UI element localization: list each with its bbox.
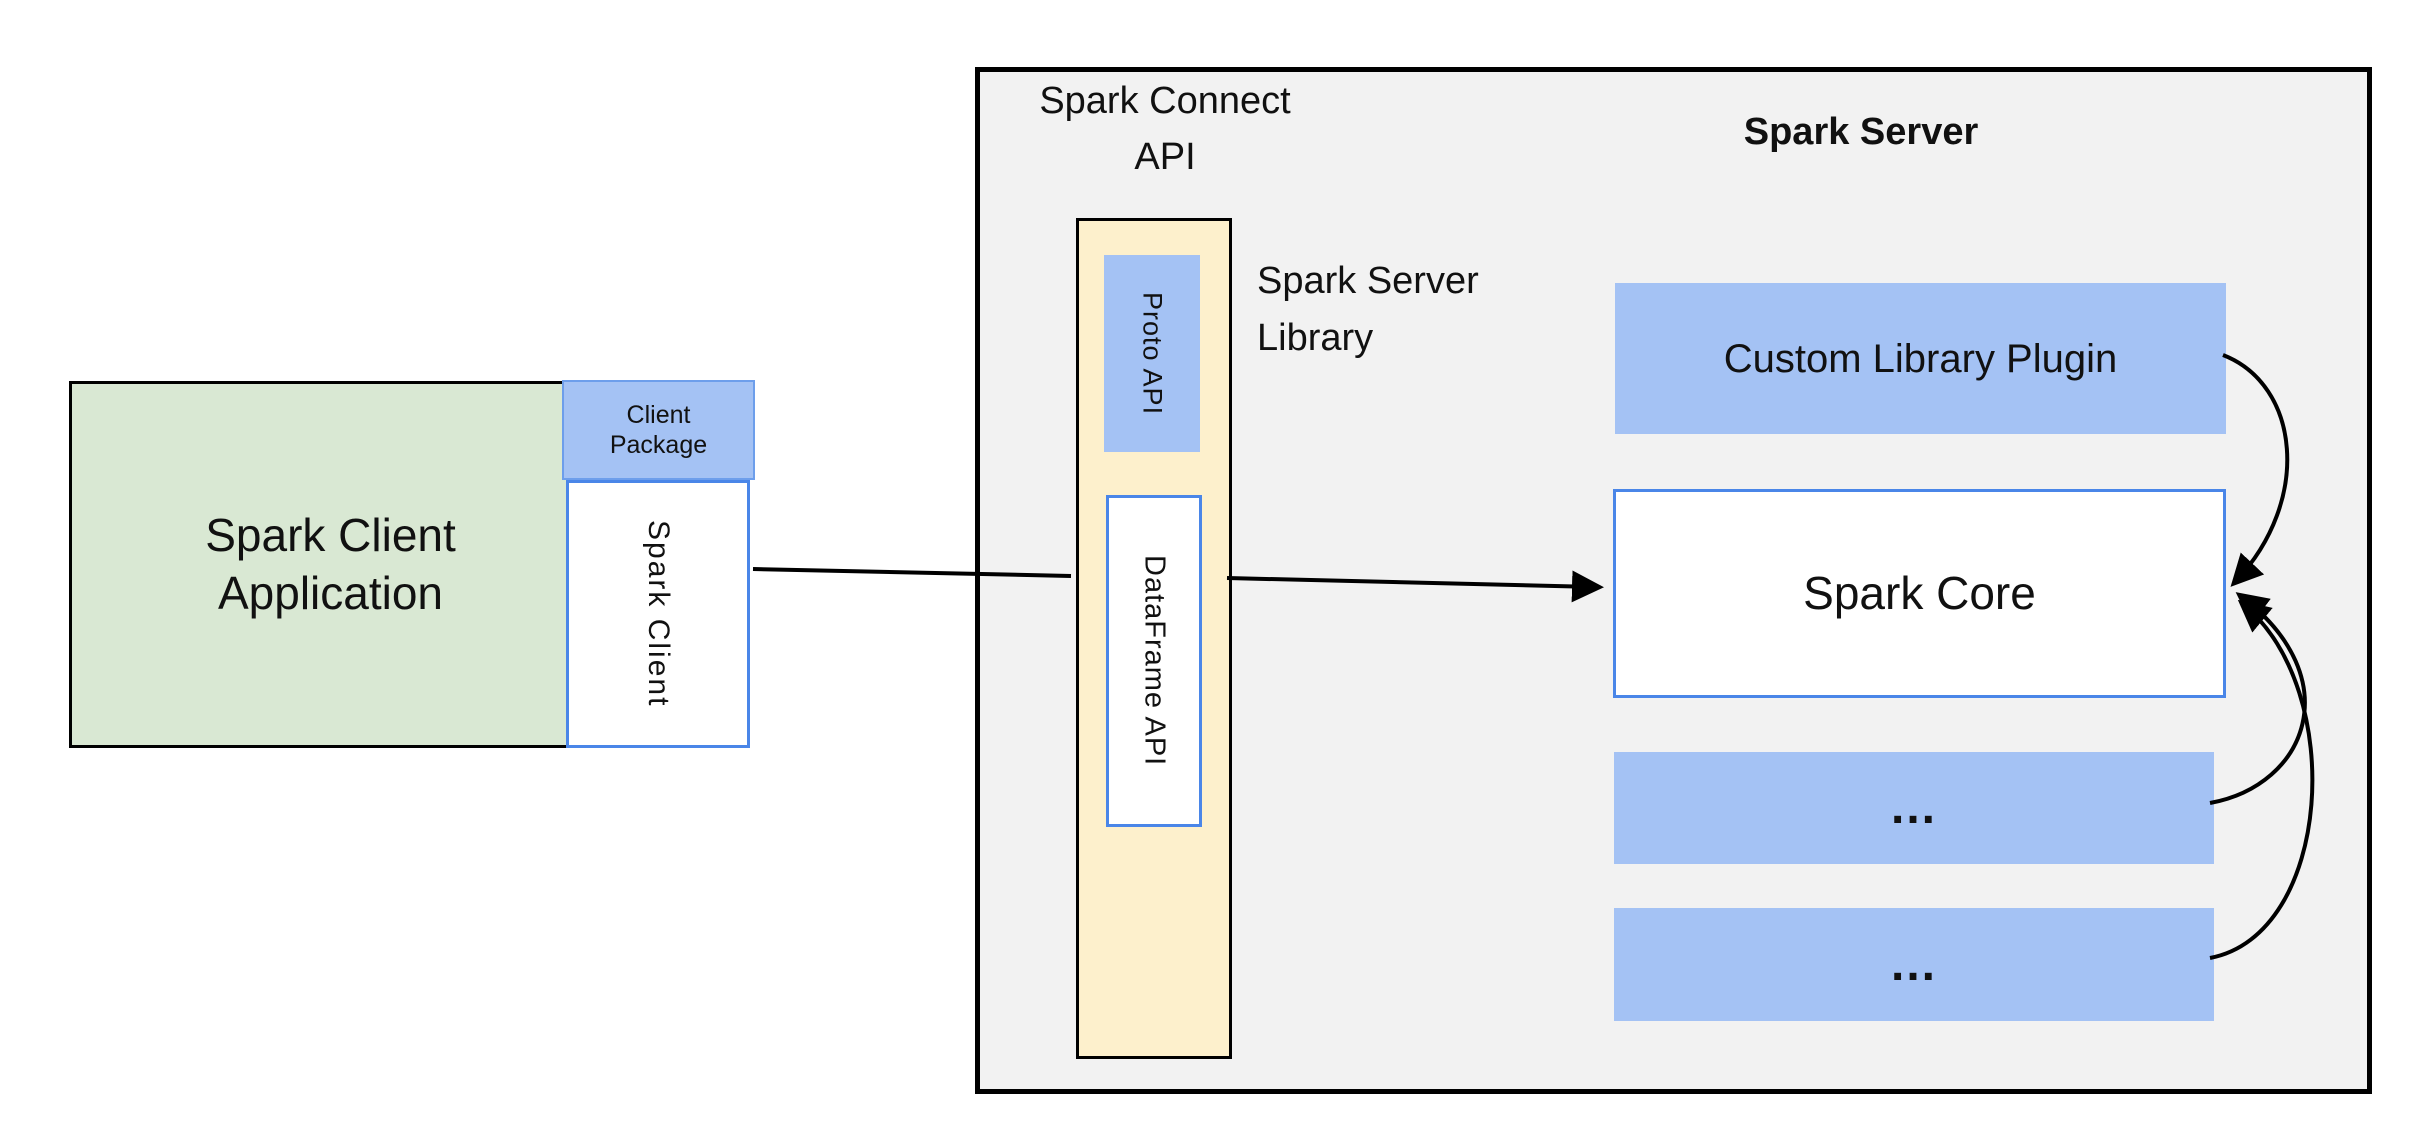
spark-server-container: Spark Connect API Spark Server Proto API… xyxy=(975,67,2372,1094)
spark-client-label: Spark Client xyxy=(642,520,675,708)
spark-server-title: Spark Server xyxy=(1743,111,1979,153)
spark-client-application-line2: Application xyxy=(217,566,444,619)
client-package-box: Client Package xyxy=(562,380,755,480)
plugin-placeholder-box-bottom: ... xyxy=(1614,908,2214,1021)
spark-connect-api-line1: Spark Connect xyxy=(1039,80,1291,122)
spark-core-box: Spark Core xyxy=(1613,489,2226,698)
plugin-placeholder-box-top: ... xyxy=(1614,752,2214,864)
spark-client-application-box: Spark Client Application xyxy=(69,381,592,748)
dataframe-api-label: DataFrame API xyxy=(1138,555,1171,767)
spark-server-library-line1: Spark Server xyxy=(1257,260,1479,302)
spark-connect-api-title: Spark Connect API xyxy=(980,74,1350,186)
spark-server-library-line2: Library xyxy=(1257,317,1374,359)
spark-server-library-label: Spark Server Library xyxy=(1257,253,1617,367)
spark-client-box: Spark Client xyxy=(566,480,750,748)
spark-connect-api-line2: API xyxy=(1134,135,1196,178)
plugin-placeholder-bottom-label: ... xyxy=(1890,937,1937,991)
client-package-label: Client Package xyxy=(610,400,707,461)
proto-api-label: Proto API xyxy=(1137,291,1168,416)
client-package-line2: Package xyxy=(609,431,708,459)
proto-api-box: Proto API xyxy=(1104,255,1200,452)
spark-client-application-line1: Spark Client xyxy=(205,509,456,561)
custom-library-plugin-label: Custom Library Plugin xyxy=(1723,336,2118,381)
spark-client-application-label: Spark Client Application xyxy=(205,507,456,622)
dataframe-api-box: DataFrame API xyxy=(1106,495,1202,827)
spark-connect-column: Proto API DataFrame API xyxy=(1076,218,1232,1059)
client-package-line1: Client xyxy=(626,400,691,429)
custom-library-plugin-box: Custom Library Plugin xyxy=(1615,283,2226,434)
spark-core-label: Spark Core xyxy=(1803,566,2036,619)
plugin-placeholder-top-label: ... xyxy=(1890,781,1937,834)
